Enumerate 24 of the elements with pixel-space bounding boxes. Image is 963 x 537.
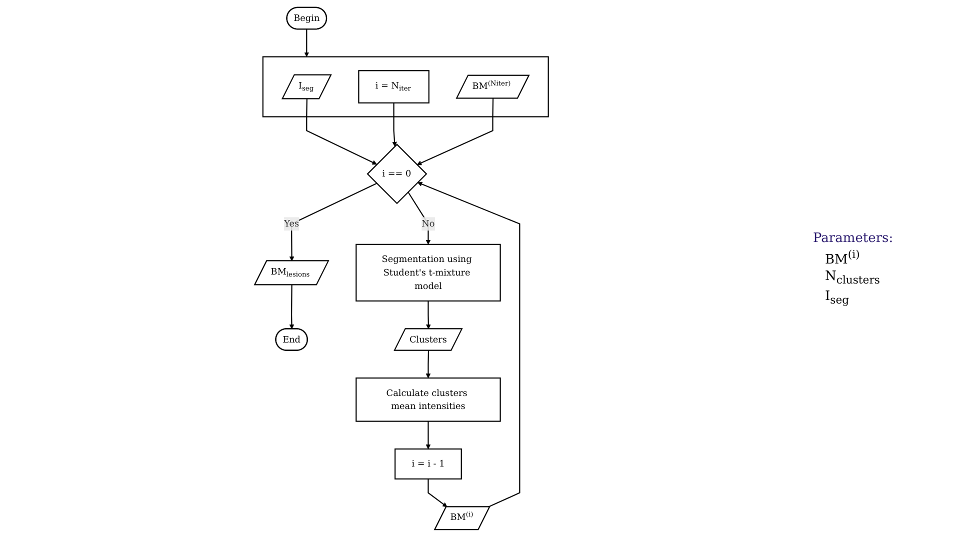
arrow [426, 421, 431, 450]
node-box: i = i - 1 [394, 448, 462, 480]
parameter-label: BM$^{(i)}$ [824, 248, 861, 268]
edge-label: No [422, 218, 435, 229]
arrow [289, 182, 377, 262]
arrow [426, 300, 431, 330]
arrow [416, 98, 494, 166]
node-box: Calculate clusters mean intensities [356, 377, 501, 422]
arrow [426, 350, 431, 378]
node-box: Segmentation using Student's t-mixture model [356, 244, 501, 302]
node-diamond: i == 0 [366, 144, 428, 204]
arrow [304, 29, 310, 57]
node-box: i = N$_{iter}$ [358, 70, 430, 104]
parameter-label: N$_{clusters}$ [824, 269, 881, 287]
arrow [428, 478, 448, 508]
arrow [289, 284, 294, 330]
arrow [392, 102, 397, 147]
arrow [417, 182, 520, 508]
cluster [262, 56, 549, 118]
arrow [408, 192, 431, 245]
parameter-label: I$_{seg}$ [824, 288, 850, 306]
arrow [306, 99, 378, 165]
parameters-heading: Parameters: [813, 230, 894, 246]
edge-label: Yes [284, 218, 299, 229]
